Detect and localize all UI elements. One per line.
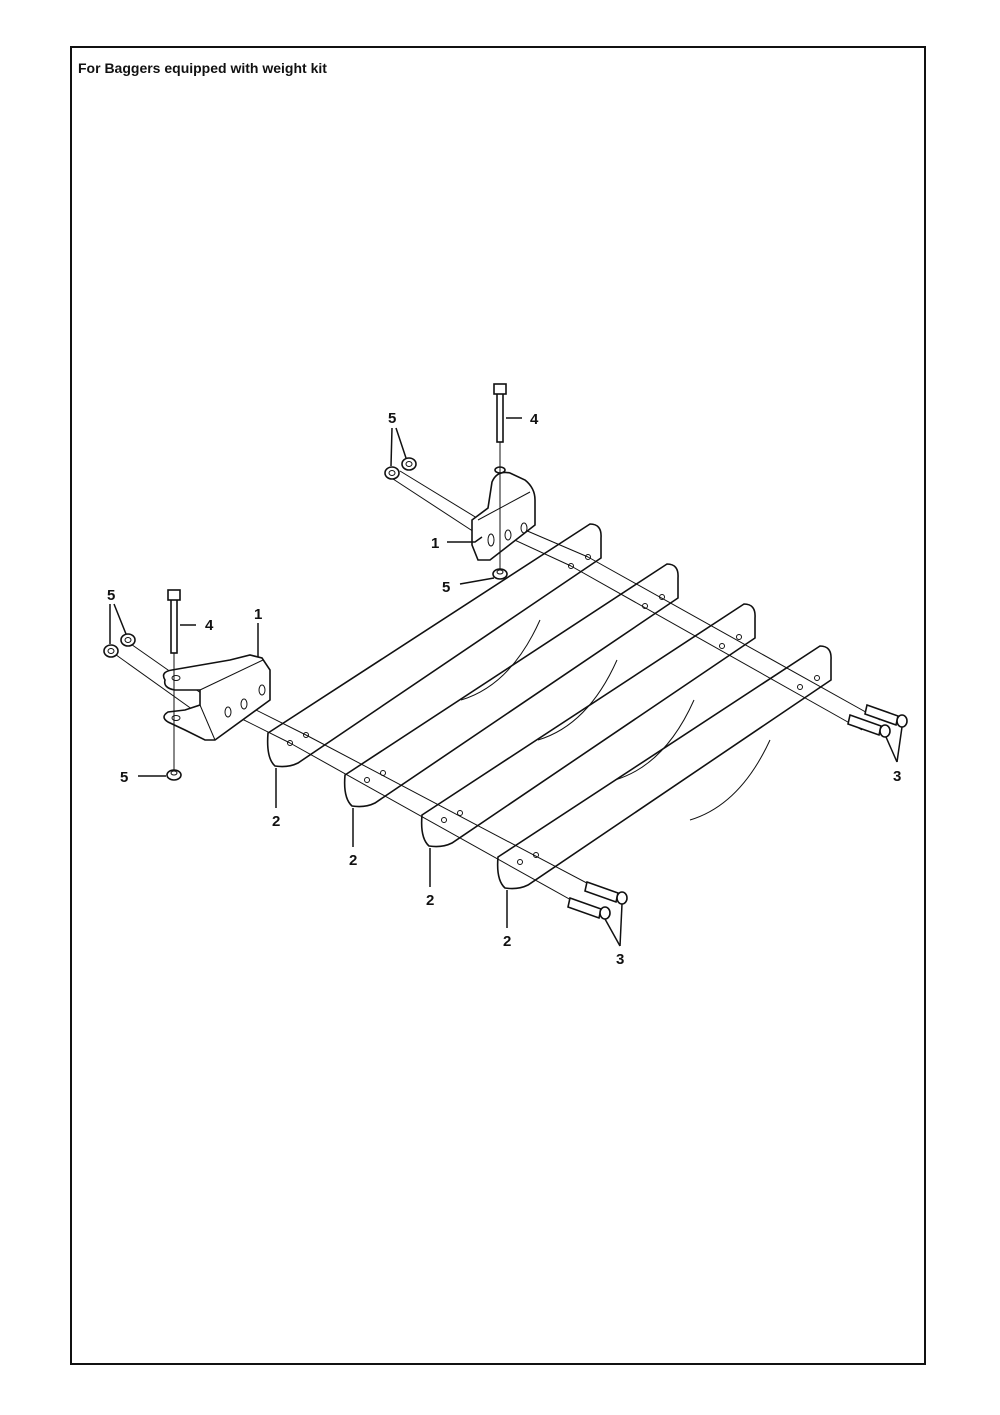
nut-upper-b [384, 466, 400, 480]
bolt-axis-lines [227, 529, 881, 906]
callout-pin-upper: 4 [530, 411, 539, 428]
callout-plate-2: 2 [349, 852, 357, 869]
callout-nuts-upper: 5 [388, 410, 396, 427]
bracket-upper [389, 466, 536, 561]
weight-plate-4 [496, 645, 832, 890]
callout-bracket-lower: 1 [254, 606, 262, 623]
leader-lines [109, 417, 903, 947]
weight-plate-3 [420, 603, 756, 848]
nut-lower-b [103, 644, 119, 658]
bolt-bottom-upper [584, 880, 628, 905]
nut-upper-bottom [492, 568, 508, 580]
nut-upper-a [401, 457, 417, 471]
page-border [70, 46, 926, 1365]
callout-plate-1: 2 [272, 813, 280, 830]
callout-nut-lower-bottom: 5 [120, 769, 128, 786]
bolt-bottom-lower [567, 896, 611, 920]
callout-nut-upper-bottom: 5 [442, 579, 450, 596]
nut-lower-bottom [166, 769, 182, 781]
callout-plate-4: 2 [503, 933, 511, 950]
callout-bolts-bottom: 3 [616, 951, 624, 968]
bracket-lower [111, 641, 271, 741]
pin-upper [493, 383, 507, 575]
weight-plate-2 [343, 563, 679, 808]
weight-plate-1 [266, 523, 602, 768]
callout-bolts-right: 3 [893, 768, 901, 785]
page-title: For Baggers equipped with weight kit [78, 60, 327, 76]
callout-bracket-upper: 1 [431, 535, 439, 552]
pin-lower [167, 589, 181, 772]
nut-lower-a [120, 633, 136, 647]
callout-nuts-lower: 5 [107, 587, 115, 604]
callout-plate-3: 2 [426, 892, 434, 909]
bolt-right-upper [864, 703, 908, 728]
bolt-right-lower [847, 713, 891, 738]
callout-pin-lower: 4 [205, 617, 214, 634]
